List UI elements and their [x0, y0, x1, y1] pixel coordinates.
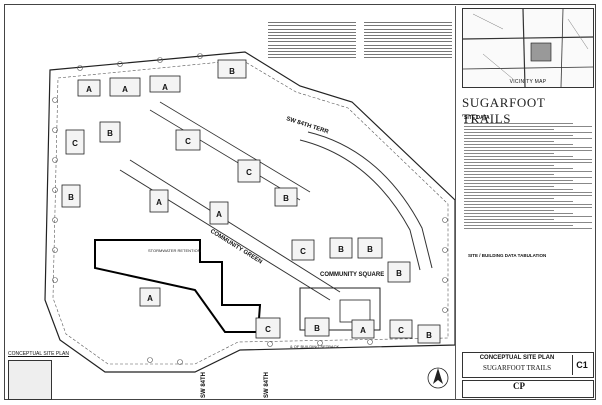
building-label: B — [229, 67, 235, 76]
drive-upper-1 — [149, 109, 301, 201]
street-label-square: COMMUNITY SQUARE — [320, 272, 384, 278]
sheet-name-box: CONCEPTUAL SITE PLAN SUGARFOOT TRAILS C1 — [462, 352, 594, 378]
vicinity-map-label: VICINITY MAP — [509, 79, 547, 85]
building-label: C — [300, 247, 306, 256]
building-label: B — [396, 269, 402, 278]
tree-symbols — [52, 53, 448, 365]
building-footprint — [304, 317, 330, 337]
building-footprint — [329, 237, 353, 259]
building-label: A — [216, 210, 222, 219]
building-label: A — [122, 85, 128, 94]
buildings-group — [61, 59, 441, 344]
sheet-name: CONCEPTUAL SITE PLAN — [479, 355, 555, 361]
building-footprint — [351, 319, 375, 339]
firm-box: CP — [462, 380, 594, 398]
building-label: B — [338, 245, 344, 254]
building-footprint — [61, 184, 81, 208]
building-label: C — [398, 326, 404, 335]
building-label: A — [86, 85, 92, 94]
building-label: C — [72, 139, 78, 148]
building-footprint — [387, 261, 411, 283]
detail-thumbnail — [8, 360, 52, 400]
building-footprint — [291, 239, 315, 261]
street-label-green: COMMUNITY GREEN — [209, 229, 263, 266]
square-inner — [339, 299, 371, 323]
building-label: C — [265, 325, 271, 334]
building-label: A — [360, 326, 366, 335]
building-label: B — [367, 245, 373, 254]
vicinity-map-drawing — [463, 9, 593, 87]
building-label: B — [68, 193, 74, 202]
building-label: B — [426, 331, 432, 340]
building-label: C — [185, 137, 191, 146]
community-square-area — [299, 287, 381, 331]
sheet-border — [4, 4, 596, 400]
building-label: B — [107, 129, 113, 138]
building-footprint — [139, 287, 161, 307]
building-footprint — [255, 317, 281, 339]
tabulation-heading: SITE / BUILDING DATA TABULATION — [468, 253, 547, 258]
building-footprint — [65, 129, 85, 155]
site-boundary — [44, 51, 456, 373]
terr-road-edge-1 — [299, 139, 421, 271]
vicinity-map: VICINITY MAP — [462, 8, 594, 88]
building-footprint — [237, 159, 261, 183]
site-data-heading: SITE DATA — [464, 115, 490, 121]
street-label-south-left: SW 84TH — [201, 372, 207, 398]
building-label: A — [147, 294, 153, 303]
setback-line — [52, 59, 449, 365]
building-label: B — [283, 194, 289, 203]
general-notes — [268, 10, 454, 70]
building-footprint — [357, 237, 383, 259]
stormwater-retention — [94, 239, 262, 333]
title-block — [455, 6, 596, 400]
site-data-block: SITE DATA — [464, 113, 592, 318]
project-title: SUGARFOOT TRAILS — [462, 95, 546, 126]
building-footprint — [175, 129, 201, 151]
building-footprint — [109, 77, 141, 97]
building-label: A — [162, 83, 168, 92]
building-footprint — [217, 59, 247, 79]
building-footprint — [209, 201, 229, 225]
building-label: B — [314, 324, 320, 333]
notes-column-right — [364, 20, 452, 60]
building-footprint — [149, 75, 181, 93]
building-label: C — [246, 168, 252, 177]
building-footprint — [389, 319, 413, 339]
plan-caption: CONCEPTUAL SITE PLAN — [8, 351, 69, 357]
main-drive-edge-2 — [129, 159, 341, 293]
terr-road-edge-2 — [307, 131, 433, 269]
stormwater-label: STORMWATER RETENTION — [148, 248, 201, 253]
firm-logo: CP — [513, 381, 525, 391]
building-footprint — [149, 189, 169, 213]
notes-column-left — [268, 20, 356, 60]
setback-label: & OF BUILDING SETBACK — [290, 344, 339, 349]
sheet-subtitle: SUGARFOOT TRAILS — [482, 364, 551, 372]
building-footprint — [99, 121, 121, 143]
sheet-number: C1 — [572, 355, 591, 375]
building-footprint — [77, 79, 101, 97]
building-footprint — [274, 187, 298, 207]
street-label-south-right: SW 84TH — [264, 372, 270, 398]
street-label-terr: SW 84TH TERR — [285, 116, 329, 136]
north-arrow-icon — [427, 367, 449, 389]
building-label: A — [156, 198, 162, 207]
drive-upper-2 — [159, 101, 311, 193]
building-footprint — [417, 324, 441, 344]
